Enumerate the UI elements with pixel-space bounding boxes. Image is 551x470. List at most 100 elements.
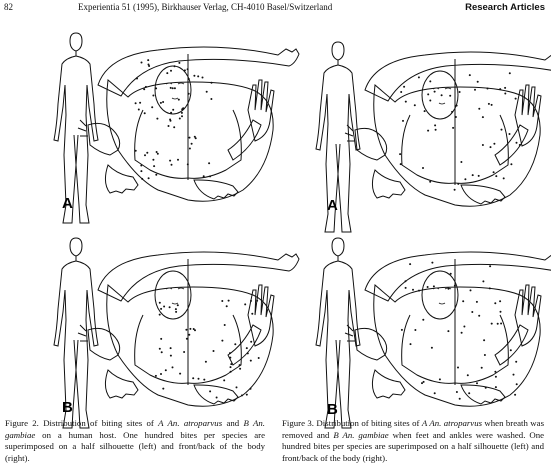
bite-mark (172, 109, 174, 111)
bite-mark (174, 65, 176, 67)
bite-mark (456, 105, 458, 107)
bite-mark (172, 366, 174, 368)
bite-mark (152, 95, 154, 97)
bite-mark (401, 329, 403, 331)
bite-mark (510, 163, 512, 165)
bite-mark (414, 329, 416, 331)
bite-mark (515, 361, 517, 363)
bite-mark (489, 287, 491, 289)
fig2-panel-b (54, 238, 299, 428)
bite-mark (234, 343, 236, 345)
bite-mark (503, 177, 505, 179)
bite-mark (172, 87, 174, 89)
bite-mark (202, 77, 204, 79)
bite-mark (246, 347, 248, 349)
bite-mark (229, 352, 231, 354)
bite-mark (175, 311, 177, 313)
bite-mark (452, 127, 454, 129)
bite-mark (493, 143, 495, 145)
bite-mark (513, 374, 515, 376)
bite-mark (494, 302, 496, 304)
bite-mark (422, 167, 424, 169)
bite-mark (145, 86, 147, 88)
bite-mark (183, 351, 185, 353)
bite-mark (189, 328, 191, 330)
bite-mark (155, 375, 157, 377)
bite-mark (189, 148, 191, 150)
bite-mark (491, 323, 493, 325)
bite-mark (221, 300, 223, 302)
bite-mark (250, 388, 252, 390)
bite-mark (455, 116, 457, 118)
bite-mark (157, 153, 159, 155)
bite-mark (405, 287, 407, 289)
bite-mark (467, 374, 469, 376)
bite-mark (193, 328, 195, 330)
fig3-panel-a (316, 42, 551, 232)
bite-mark (239, 368, 241, 370)
bite-mark (194, 136, 196, 138)
bite-mark (140, 165, 142, 167)
bite-mark (478, 315, 480, 317)
bite-mark (141, 62, 143, 64)
bite-mark (509, 72, 511, 74)
fig2-panel-a (54, 33, 299, 223)
bite-mark (206, 91, 208, 93)
bite-mark (197, 75, 199, 77)
bite-mark (434, 124, 436, 126)
bite-mark (424, 110, 426, 112)
bite-mark (434, 392, 436, 394)
bite-mark (239, 364, 241, 366)
bite-mark (500, 311, 502, 313)
bite-mark (169, 306, 171, 308)
bite-mark (155, 87, 157, 89)
bite-mark (169, 119, 171, 121)
fig3-b-bite-marks (401, 262, 518, 400)
fig2-b-bite-marks (155, 300, 260, 399)
bite-mark (459, 91, 461, 93)
bite-mark (431, 262, 433, 264)
bite-mark (160, 373, 162, 375)
bite-mark (203, 175, 205, 177)
bite-mark (427, 130, 429, 132)
bite-mark (170, 112, 172, 114)
bite-mark (208, 162, 210, 164)
bite-mark (462, 300, 464, 302)
bite-mark (143, 88, 145, 90)
bite-mark (147, 59, 149, 61)
bite-mark (504, 87, 506, 89)
bite-mark (178, 62, 180, 64)
bite-mark (494, 371, 496, 373)
bite-mark (181, 112, 183, 114)
bite-mark (136, 78, 138, 80)
bite-mark (178, 99, 180, 101)
bite-mark (476, 382, 478, 384)
bite-mark (483, 339, 485, 341)
bite-mark (224, 324, 226, 326)
bite-mark (441, 94, 443, 96)
bite-mark (451, 111, 453, 113)
bite-mark (173, 126, 175, 128)
bite-mark (427, 93, 429, 95)
bite-mark (477, 81, 479, 83)
bite-mark (146, 152, 148, 154)
bite-mark (514, 394, 516, 396)
bite-mark (454, 285, 456, 287)
bite-mark (159, 348, 161, 350)
bite-mark (470, 289, 472, 291)
bite-mark (487, 88, 489, 90)
bite-mark (421, 382, 423, 384)
bite-mark (497, 323, 499, 325)
bite-mark (481, 367, 483, 369)
bite-mark (189, 137, 191, 139)
bite-mark (198, 378, 200, 380)
fig3-label-a: A (327, 197, 338, 214)
bite-mark (153, 165, 155, 167)
bite-mark (179, 373, 181, 375)
bite-mark (516, 383, 518, 385)
bite-mark (135, 150, 137, 152)
bite-mark (454, 189, 456, 191)
bite-mark (519, 144, 521, 146)
bite-mark (159, 302, 161, 304)
